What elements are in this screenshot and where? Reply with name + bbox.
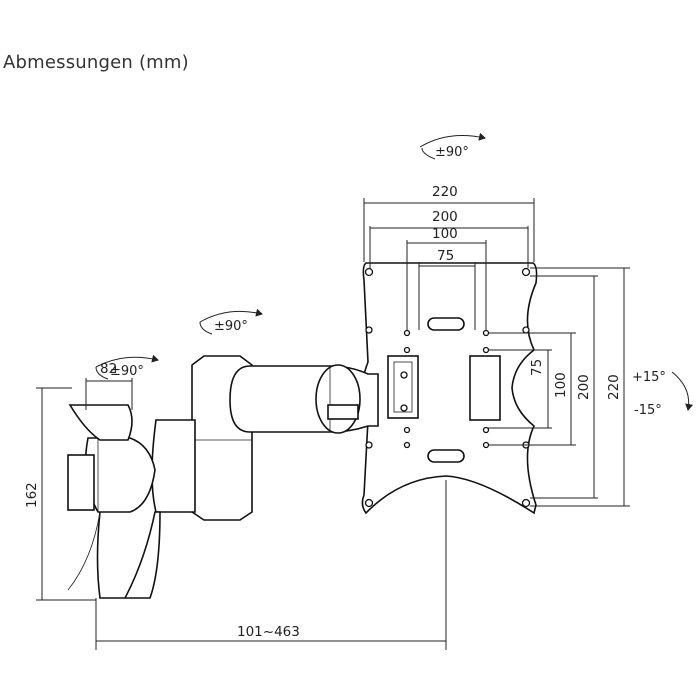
- plate-hole: [482, 346, 490, 354]
- plate-hole: [403, 441, 411, 449]
- dim-75-width: 75: [437, 248, 454, 264]
- dim-extension: 101~463: [237, 624, 300, 640]
- plate-hole: [365, 441, 373, 449]
- dim-220-width: 220: [432, 184, 458, 200]
- dim-200-width: 200: [432, 209, 458, 225]
- dim-75-height: 75: [529, 359, 545, 376]
- page-title: Abmessungen (mm): [3, 52, 189, 73]
- plate-rotation-label: ±90°: [435, 145, 469, 160]
- plate-hole: [403, 346, 411, 354]
- mount-arm: [67, 355, 379, 599]
- plate-hole: [482, 329, 490, 337]
- plate-hole: [521, 267, 531, 277]
- plate-hole: [364, 498, 374, 508]
- lower-tube: [151, 419, 196, 513]
- plate-hole: [403, 329, 411, 337]
- dim-100-height: 100: [553, 372, 569, 398]
- rotation-arrows: [95, 132, 694, 411]
- tilt-up-label: +15°: [632, 370, 666, 385]
- middle-rotation-label: ±90°: [214, 319, 248, 334]
- wall-joint: [84, 437, 156, 513]
- dim-162-height: 162: [24, 482, 40, 508]
- plate-hole: [521, 498, 531, 508]
- dim-220-height: 220: [606, 374, 622, 400]
- plate-hole: [522, 326, 530, 334]
- plate-hole: [482, 441, 490, 449]
- plate-slot-right: [469, 355, 501, 421]
- wall-plate: [68, 404, 133, 441]
- dim-82-width: 82: [100, 361, 117, 377]
- plate-hole: [365, 326, 373, 334]
- plate-slot-bottom: [427, 449, 465, 463]
- wall-rotation-label: ±90°: [110, 364, 144, 379]
- vesa-plate: [361, 262, 538, 515]
- dim-100-width: 100: [432, 226, 458, 242]
- dimension-lines: [36, 198, 630, 650]
- plate-hole: [403, 426, 411, 434]
- plate-slot-top: [427, 317, 465, 331]
- tilt-down-label: -15°: [634, 403, 662, 418]
- plate-hole: [364, 267, 374, 277]
- plate-hole: [482, 426, 490, 434]
- dim-200-height: 200: [576, 374, 592, 400]
